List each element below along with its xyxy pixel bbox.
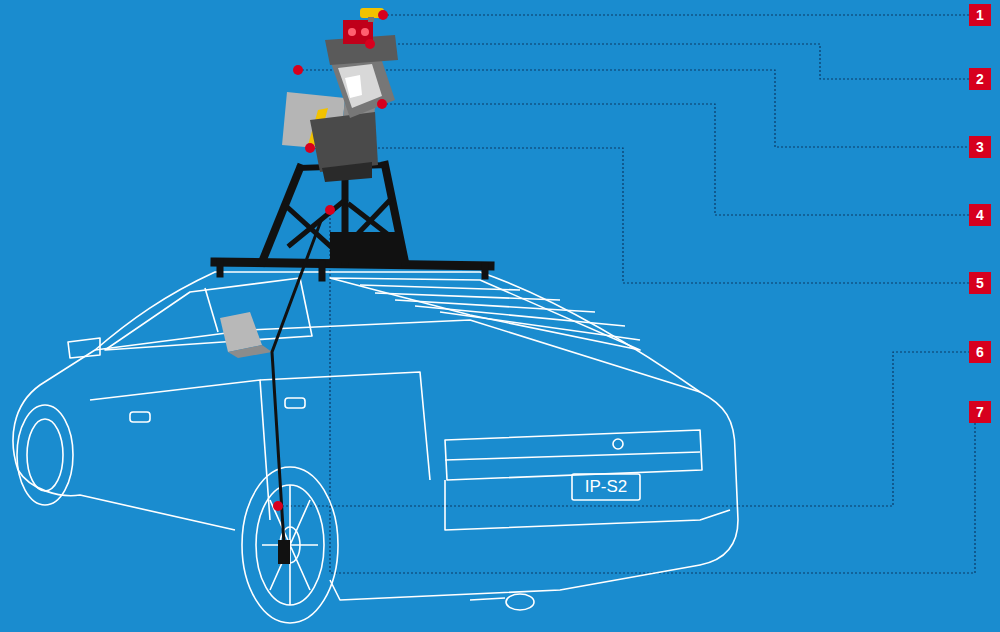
wheel-encoder bbox=[278, 540, 290, 564]
leader-line bbox=[382, 104, 969, 215]
leader-line bbox=[278, 15, 975, 573]
car-body-outline bbox=[330, 278, 640, 350]
car-body-outline bbox=[572, 474, 640, 500]
car-body-outline bbox=[613, 439, 623, 449]
callout-dot bbox=[325, 205, 335, 215]
car-body-outline bbox=[18, 470, 235, 530]
leader-line bbox=[310, 148, 969, 283]
car-body-outline bbox=[13, 272, 738, 610]
sensor-cable bbox=[272, 218, 322, 560]
car-body-outline bbox=[285, 398, 305, 408]
callout-dot bbox=[377, 99, 387, 109]
car-body-outline bbox=[440, 312, 640, 340]
wheel bbox=[256, 485, 324, 605]
sensor-head bbox=[345, 75, 362, 98]
car-body-outline bbox=[360, 285, 520, 290]
car-body-outline bbox=[470, 598, 505, 600]
car-body-outline bbox=[506, 594, 534, 610]
wheel bbox=[27, 419, 63, 491]
callout-number: 6 bbox=[969, 341, 991, 363]
callout-number: 1 bbox=[969, 4, 991, 26]
leader-line bbox=[278, 352, 969, 506]
sensor-head bbox=[361, 28, 369, 36]
sensor-head bbox=[338, 64, 382, 108]
callout-dot bbox=[305, 143, 315, 153]
car-body-outline bbox=[130, 412, 150, 422]
leader-line bbox=[298, 70, 969, 147]
wheel bbox=[17, 405, 338, 623]
sensor-head bbox=[368, 17, 374, 22]
car-body-outline bbox=[95, 320, 700, 392]
car-body-outline bbox=[105, 278, 312, 350]
leader-line bbox=[370, 44, 969, 79]
car-body-outline bbox=[445, 452, 700, 460]
callout-dot bbox=[293, 65, 303, 75]
roof-rack bbox=[215, 262, 490, 266]
wheel bbox=[262, 485, 318, 605]
laptop bbox=[228, 345, 272, 358]
license-plate-text: IP-S2 bbox=[572, 477, 640, 497]
leader-line bbox=[383, 14, 969, 15]
callout-number: 5 bbox=[969, 272, 991, 294]
callout-number: 7 bbox=[969, 401, 991, 423]
laptop bbox=[220, 312, 262, 352]
wheel bbox=[17, 405, 73, 505]
car-body-outline bbox=[68, 338, 100, 358]
callout-number: 3 bbox=[969, 136, 991, 158]
car-body-outline bbox=[205, 288, 218, 332]
sensor-head bbox=[330, 55, 395, 118]
laptop bbox=[220, 312, 272, 358]
sensor-head bbox=[282, 8, 398, 182]
callout-dot bbox=[273, 501, 283, 511]
car-body-outline bbox=[13, 272, 738, 600]
sensor-head bbox=[322, 162, 372, 182]
callout-dot bbox=[378, 10, 388, 20]
car-body-outline bbox=[375, 293, 560, 300]
roof-rack bbox=[215, 165, 490, 278]
wheel bbox=[242, 467, 338, 623]
car-body-outline bbox=[395, 300, 595, 312]
callout-dot bbox=[273, 10, 388, 511]
car-body-outline bbox=[260, 372, 430, 480]
car-body-outline bbox=[445, 430, 702, 480]
callout-dot bbox=[365, 39, 375, 49]
car-body-outline bbox=[90, 380, 270, 520]
callout-number: 2 bbox=[969, 68, 991, 90]
callout-number: 4 bbox=[969, 204, 991, 226]
control-box bbox=[330, 232, 402, 262]
sensor-head bbox=[348, 28, 356, 36]
